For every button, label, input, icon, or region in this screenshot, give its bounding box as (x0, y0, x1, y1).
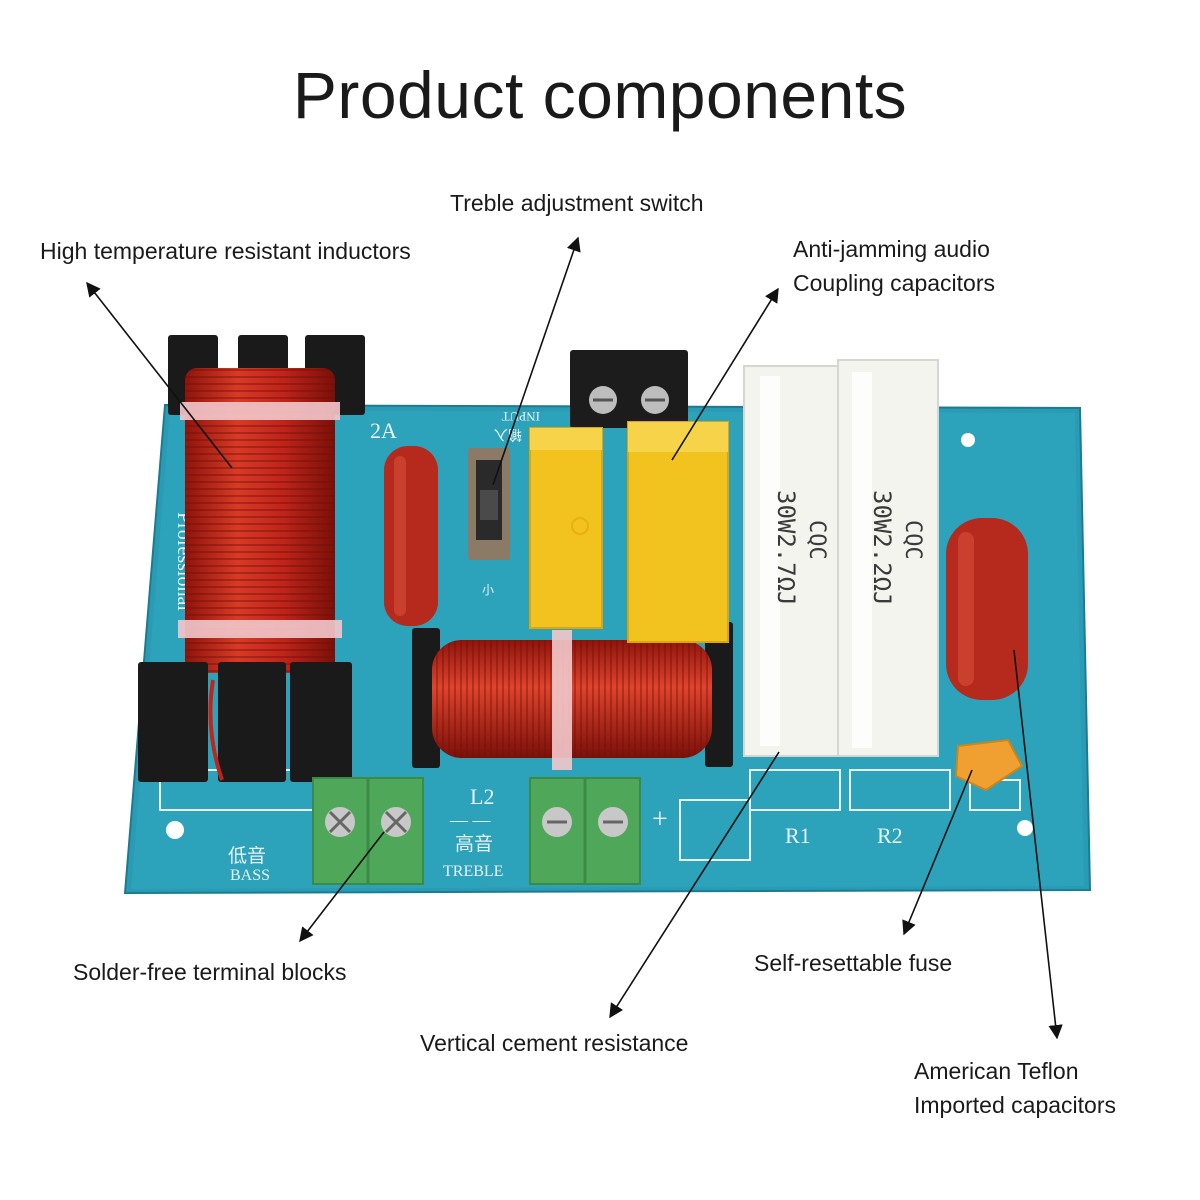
arrow-cement (609, 751, 780, 1019)
resistor2-value-label: 30W2.2ΩJ (868, 490, 896, 606)
plus-mark: + (652, 804, 668, 835)
coupling-capacitors (529, 421, 729, 643)
terminal-label: Solder-free terminal blocks (73, 959, 347, 985)
model-partial-label: 2A (370, 418, 397, 443)
arrow-terminal (299, 831, 385, 943)
input-terminal (570, 350, 688, 428)
input-cn-label: 输入 (494, 426, 522, 442)
minus-marks: — — (449, 810, 492, 830)
treble-inductor (412, 622, 733, 770)
resistor1-brand-label: CQC (804, 520, 829, 560)
teflon-label-line2: Imported capacitors (914, 1092, 1116, 1118)
arrow-coupling (671, 287, 779, 461)
resistor2-brand-label: CQC (900, 520, 925, 560)
treble-cn-label: 高音 (455, 833, 493, 855)
coupling-label-line1: Anti-jamming audio (793, 236, 990, 262)
page-title: Product components (292, 58, 908, 132)
arrow-switch (492, 236, 581, 486)
callout-arrows (86, 236, 1063, 1040)
resettable-fuse (954, 738, 1024, 792)
fuse-label: Self-resettable fuse (754, 950, 953, 976)
l2-label: L2 (470, 784, 494, 809)
arrow-inductors (86, 281, 233, 469)
bass-label: BASS (230, 867, 270, 884)
cement-label: Vertical cement resistance (420, 1030, 689, 1056)
arrow-teflon (1013, 649, 1063, 1040)
r2-label: R2 (877, 823, 903, 848)
teflon-capacitor (946, 518, 1028, 700)
treble-switch (468, 448, 510, 560)
input-label: INPUT (502, 409, 540, 424)
teflon-label-line1: American Teflon (914, 1058, 1079, 1084)
bass-terminal-block (312, 777, 424, 885)
switch-label: Treble adjustment switch (450, 190, 704, 216)
cement-resistors (743, 359, 939, 757)
r1-label: R1 (785, 823, 811, 848)
red-capacitor-small (384, 446, 438, 626)
bass-inductor (138, 335, 365, 782)
coupling-label-line2: Coupling capacitors (793, 270, 996, 296)
arrow-fuse (902, 769, 973, 936)
bass-cn-label: 低音 (228, 845, 266, 867)
treble-terminal-block (529, 777, 641, 885)
small-cn-label: 小 (482, 583, 494, 597)
treble-label: TREBLE (443, 863, 503, 880)
resistor1-value-label: 30W2.7ΩJ (772, 490, 800, 606)
inductors-label: High temperature resistant inductors (40, 238, 411, 264)
